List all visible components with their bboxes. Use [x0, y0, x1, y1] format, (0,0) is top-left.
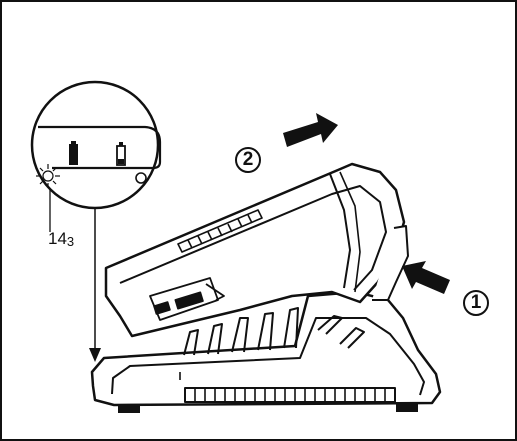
step-2-circle	[235, 147, 261, 173]
step-2-number: 2	[242, 149, 254, 170]
battery-low-icon	[116, 142, 126, 166]
battery-pack	[104, 162, 409, 338]
reference-label-main: 14	[48, 229, 67, 248]
detail-pointer-arrow	[89, 208, 101, 362]
detail-magnifier	[30, 80, 162, 232]
step-1-number: 1	[470, 292, 482, 313]
indicator-panel-outline	[38, 125, 162, 170]
battery-full-icon	[69, 141, 78, 165]
step-1-circle	[463, 290, 489, 316]
blinking-led-icon	[36, 164, 60, 188]
charger-base	[90, 290, 442, 413]
reference-label-sub: 3	[66, 234, 75, 249]
reference-label: 143	[48, 230, 74, 248]
slide-direction-arrow	[283, 113, 338, 147]
push-direction-arrow	[402, 261, 450, 294]
magnifier-circle	[30, 80, 160, 210]
led-indicator-icon	[135, 172, 147, 184]
